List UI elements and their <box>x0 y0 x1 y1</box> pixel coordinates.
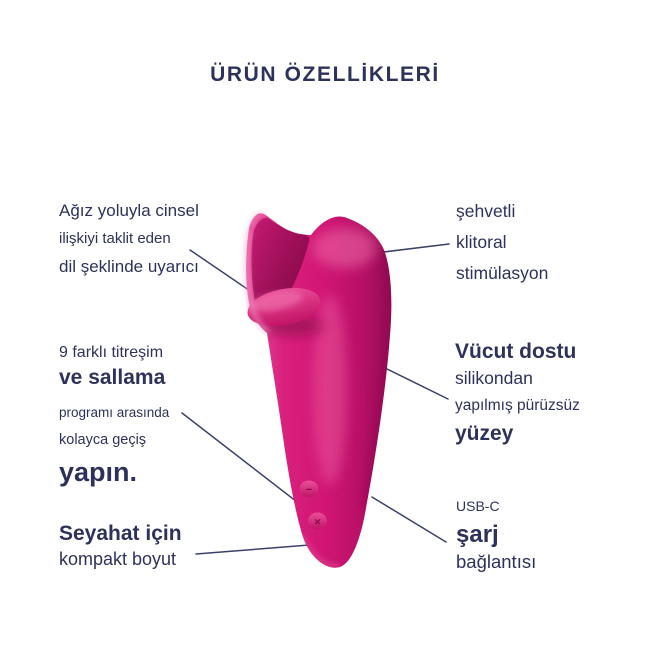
callout-line: Seyahat için <box>59 522 182 545</box>
callout-line: Vücut dostu <box>455 340 577 363</box>
callout-line: yapılmış pürüzsüz <box>455 397 580 415</box>
product-bottom-highlight <box>301 536 341 568</box>
callout-usbc-charging: USB-C şarj bağlantısı <box>456 498 536 572</box>
callout-line: USB-C <box>456 498 500 514</box>
callout-line: Ağız yoluyla cinsel <box>59 201 199 220</box>
connector-programs <box>181 412 311 513</box>
minus-button-glyph: − <box>306 484 312 496</box>
callout-line: ve sallama <box>59 366 166 390</box>
product-center-highlight <box>313 295 347 485</box>
callout-line: bağlantısı <box>456 550 537 572</box>
callout-line: şarj <box>456 521 499 549</box>
product-right-shadow <box>362 248 392 509</box>
callout-line: kolayca geçiş <box>59 432 147 449</box>
callout-line: silikondan <box>455 368 533 389</box>
callout-line: ilişkiyi taklit eden <box>59 229 171 247</box>
x-button-glyph: ✕ <box>314 517 322 527</box>
callout-line: 9 farklı titreşim <box>59 344 164 361</box>
tongue-highlight <box>249 291 303 312</box>
connector-compact <box>195 543 323 555</box>
x-button <box>308 512 327 530</box>
minus-button <box>299 480 319 498</box>
product-top-highlight <box>313 228 377 268</box>
connector-usb <box>371 496 447 543</box>
callout-vibration-programs: 9 farklı titreşim ve sallama programı ar… <box>59 344 169 488</box>
page-title: ÜRÜN ÖZELLİKLERİ <box>210 63 440 86</box>
callout-line: klitoral <box>456 232 507 253</box>
callout-line: dil şeklinde uyarıcı <box>59 256 199 276</box>
callout-compact-size: Seyahat için kompakt boyut <box>59 522 182 570</box>
callout-line: kompakt boyut <box>59 549 177 570</box>
callout-line: yüzey <box>455 422 514 446</box>
callout-line: yapın. <box>59 456 138 487</box>
callout-silicone-surface: Vücut dostu silikondan yapılmış pürüzsüz… <box>455 340 580 446</box>
callout-clitoral-stimulation: şehvetli klitoral stimülasyon <box>456 201 548 294</box>
device-buttons: − ✕ <box>299 480 327 530</box>
product-tongue <box>247 287 321 327</box>
callout-line: programı arasında <box>59 404 170 420</box>
connector-silicone <box>380 365 449 400</box>
product-peak-highlight <box>248 212 266 228</box>
callout-line: stimülasyon <box>456 263 549 284</box>
callout-line: şehvetli <box>456 201 516 221</box>
product-left-rim-highlight <box>245 229 270 334</box>
callout-tongue-stimulator: Ağız yoluyla cinsel ilişkiyi taklit eden… <box>59 201 199 276</box>
